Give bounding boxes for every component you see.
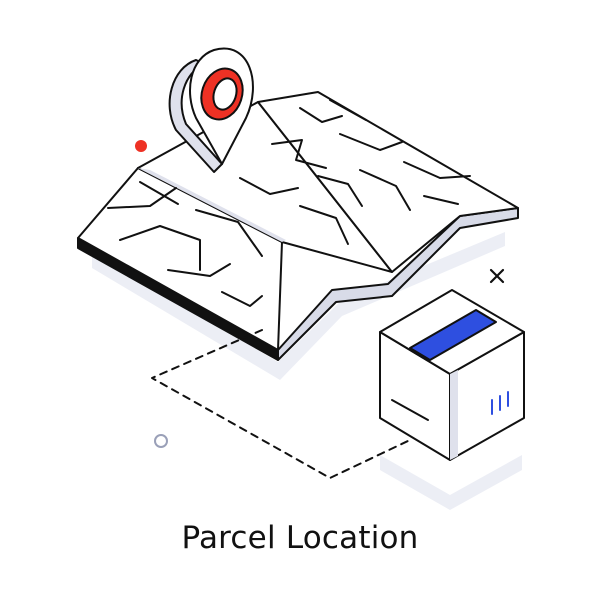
map-roads-middle	[239, 139, 363, 245]
folded-map-icon	[77, 91, 519, 361]
box-label-line	[391, 399, 429, 421]
caption-title: Parcel Location	[181, 520, 419, 556]
ground-shadow	[92, 232, 522, 510]
parcel-box-icon	[379, 289, 525, 461]
decorative-dot-icon	[135, 140, 147, 152]
map-roads-right	[299, 99, 471, 211]
map-roads-left	[107, 181, 263, 307]
decorative-cross-icon	[489, 268, 505, 284]
dashed-route-line	[151, 329, 411, 479]
location-pin-icon	[168, 47, 254, 173]
pin-hole-inner	[212, 77, 238, 111]
pin-side	[168, 59, 223, 173]
map-edge-right	[277, 207, 519, 361]
map-fold-shade	[138, 168, 286, 242]
box-side-shade	[450, 370, 458, 460]
decorative-ring-icon	[154, 434, 168, 448]
box-tape	[409, 309, 497, 361]
box-barcode	[491, 391, 509, 415]
